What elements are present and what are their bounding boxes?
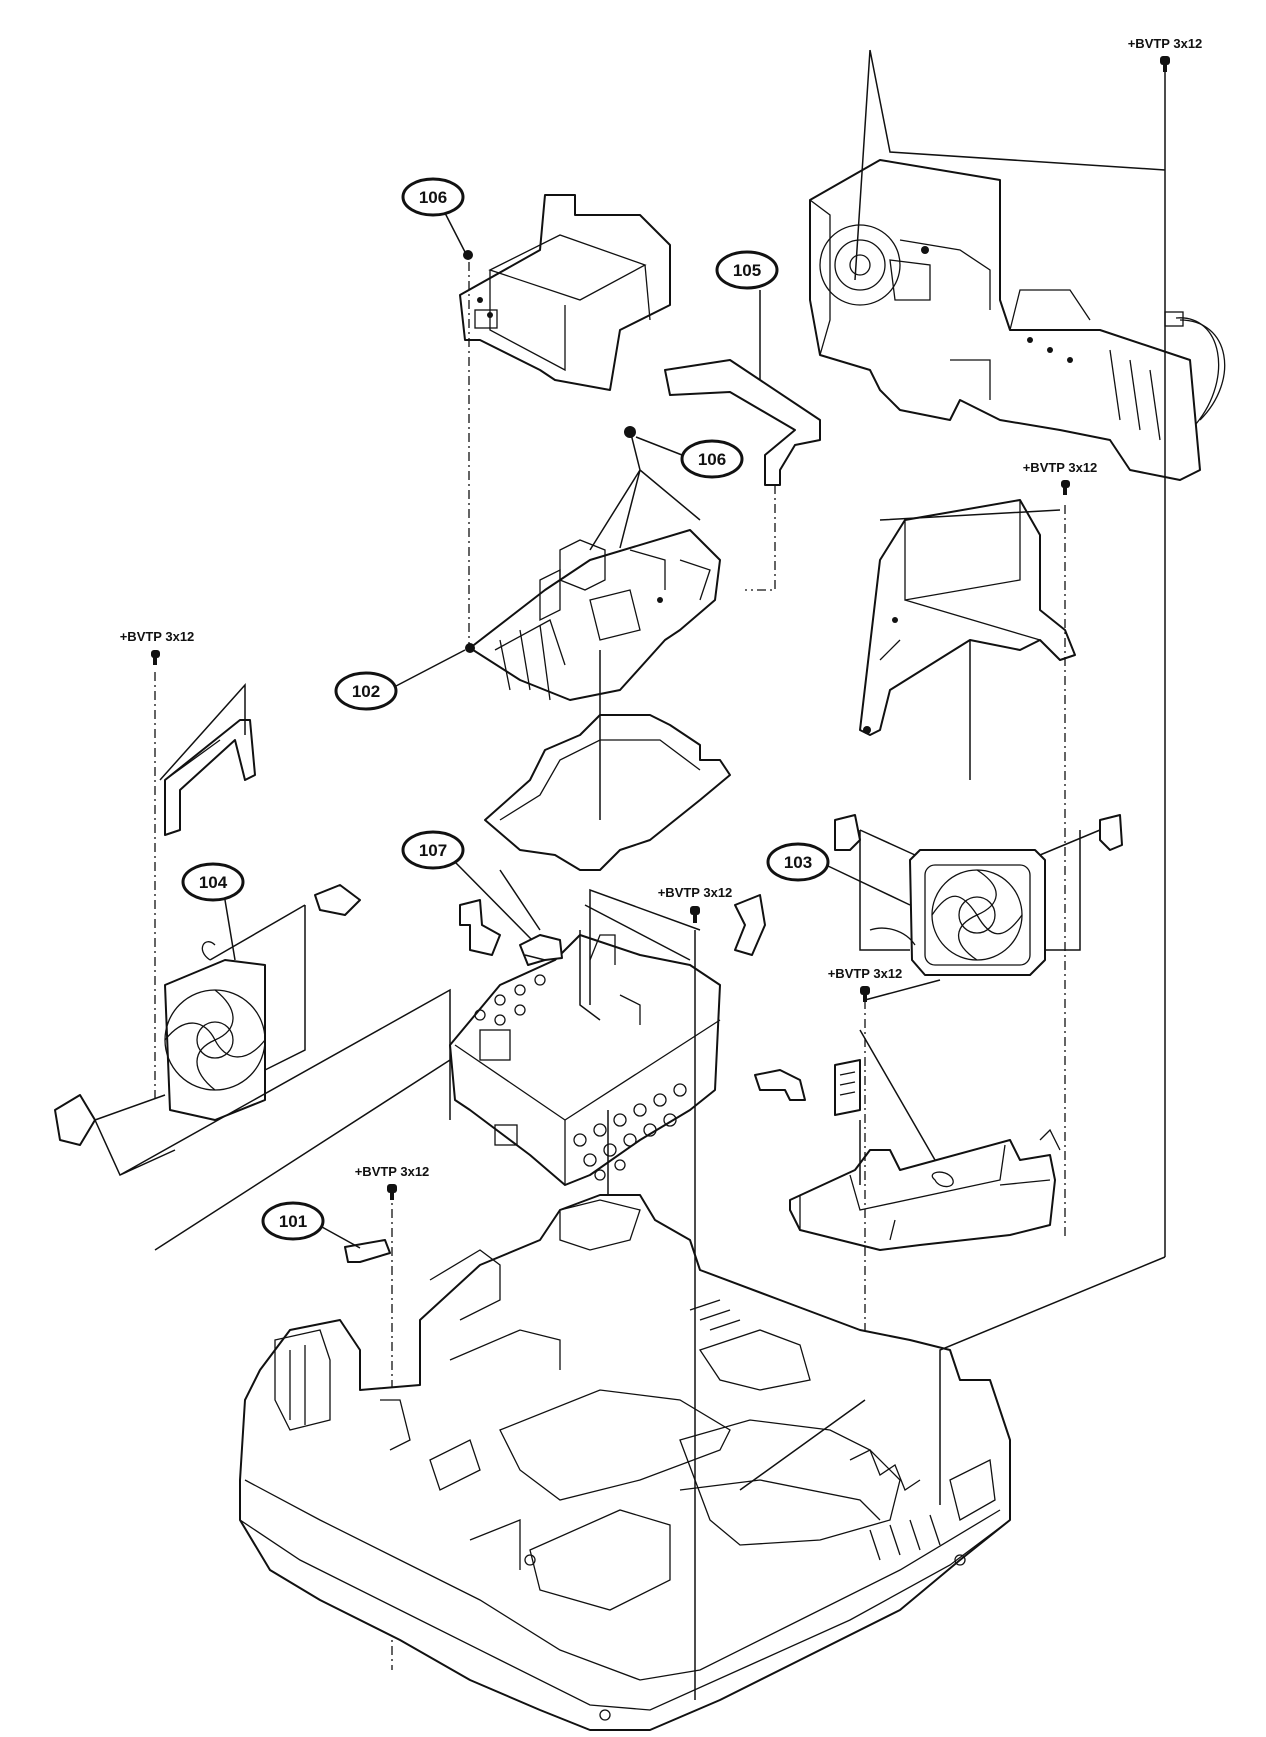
- screw-label-top-right: +BVTP 3x12: [1128, 36, 1203, 170]
- screw-label-right-lower: +BVTP 3x12: [828, 966, 903, 1002]
- callout-105: 105: [715, 250, 779, 290]
- housing-leaders: [499, 869, 701, 1200]
- cabinet-leader-right: [939, 1256, 1166, 1505]
- svg-text:102: 102: [352, 682, 380, 701]
- center-metal-housing: [449, 934, 721, 1186]
- left-fan-clip-lower: [54, 1094, 96, 1146]
- svg-text:105: 105: [733, 261, 761, 280]
- right-fan-clip-left: [834, 814, 861, 851]
- psu-screw-leaders: [589, 429, 701, 551]
- shield-plate: [484, 650, 731, 871]
- housing-clip-lower-right: [754, 1069, 806, 1101]
- left-cooling-fan: [164, 941, 266, 1121]
- housing-clip-right: [734, 894, 766, 956]
- right-fan-clip-right: [1099, 814, 1123, 851]
- svg-text:106: 106: [698, 450, 726, 469]
- flat-cable: [664, 359, 821, 486]
- svg-text:+BVTP 3x12: +BVTP 3x12: [1023, 460, 1098, 475]
- callout-103: 103: [766, 842, 911, 906]
- optical-block-assembly: [809, 159, 1226, 481]
- callout-106-top: 106: [401, 177, 473, 260]
- svg-text:103: 103: [784, 853, 812, 872]
- callout-101: 101: [261, 1201, 325, 1241]
- svg-text:+BVTP 3x12: +BVTP 3x12: [120, 629, 195, 644]
- left-fan-clip-upper: [314, 884, 361, 916]
- right-lower-screw-leader: [739, 979, 941, 1491]
- tray-mount-plate: [834, 1059, 861, 1116]
- callout-102: 102: [334, 649, 466, 711]
- screw-label-center: +BVTP 3x12: [658, 885, 733, 923]
- right-air-duct: [859, 499, 1076, 736]
- svg-text:+BVTP 3x12: +BVTP 3x12: [658, 885, 733, 900]
- small-bracket-leader: [321, 1226, 361, 1249]
- screw-label-bottom-left: +BVTP 3x12: [355, 1164, 430, 1200]
- top-chassis-cover: [459, 194, 671, 391]
- callout-106-middle: 106: [624, 426, 744, 479]
- svg-text:107: 107: [419, 841, 447, 860]
- svg-text:+BVTP 3x12: +BVTP 3x12: [828, 966, 903, 981]
- svg-text:101: 101: [279, 1212, 307, 1231]
- svg-text:106: 106: [419, 188, 447, 207]
- screw-label-left: +BVTP 3x12: [120, 629, 195, 665]
- right-lower-tray: [789, 1128, 1061, 1251]
- right-fan-leaders: [859, 829, 1101, 951]
- screw-label-right-upper: +BVTP 3x12: [1023, 460, 1098, 495]
- tray-leaders: [859, 1029, 936, 1185]
- left-bracket-leader: [159, 683, 246, 781]
- callout-107: 107: [401, 830, 533, 941]
- housing-clip-left: [459, 899, 501, 956]
- cable-guide: [745, 485, 776, 591]
- power-supply-board: [465, 529, 721, 701]
- svg-text:+BVTP 3x12: +BVTP 3x12: [355, 1164, 430, 1179]
- bottom-cabinet: [239, 1194, 1011, 1731]
- left-fan-leaders: [94, 904, 451, 1251]
- right-cooling-fan: [869, 849, 1046, 976]
- optical-leader-lines: [854, 49, 1166, 1257]
- svg-text:+BVTP 3x12: +BVTP 3x12: [1128, 36, 1203, 51]
- left-mount-bracket: [164, 719, 256, 836]
- sensor-bracket: [519, 934, 563, 966]
- callout-104: 104: [181, 862, 245, 961]
- svg-text:104: 104: [199, 873, 228, 892]
- duct-leader: [879, 509, 1061, 780]
